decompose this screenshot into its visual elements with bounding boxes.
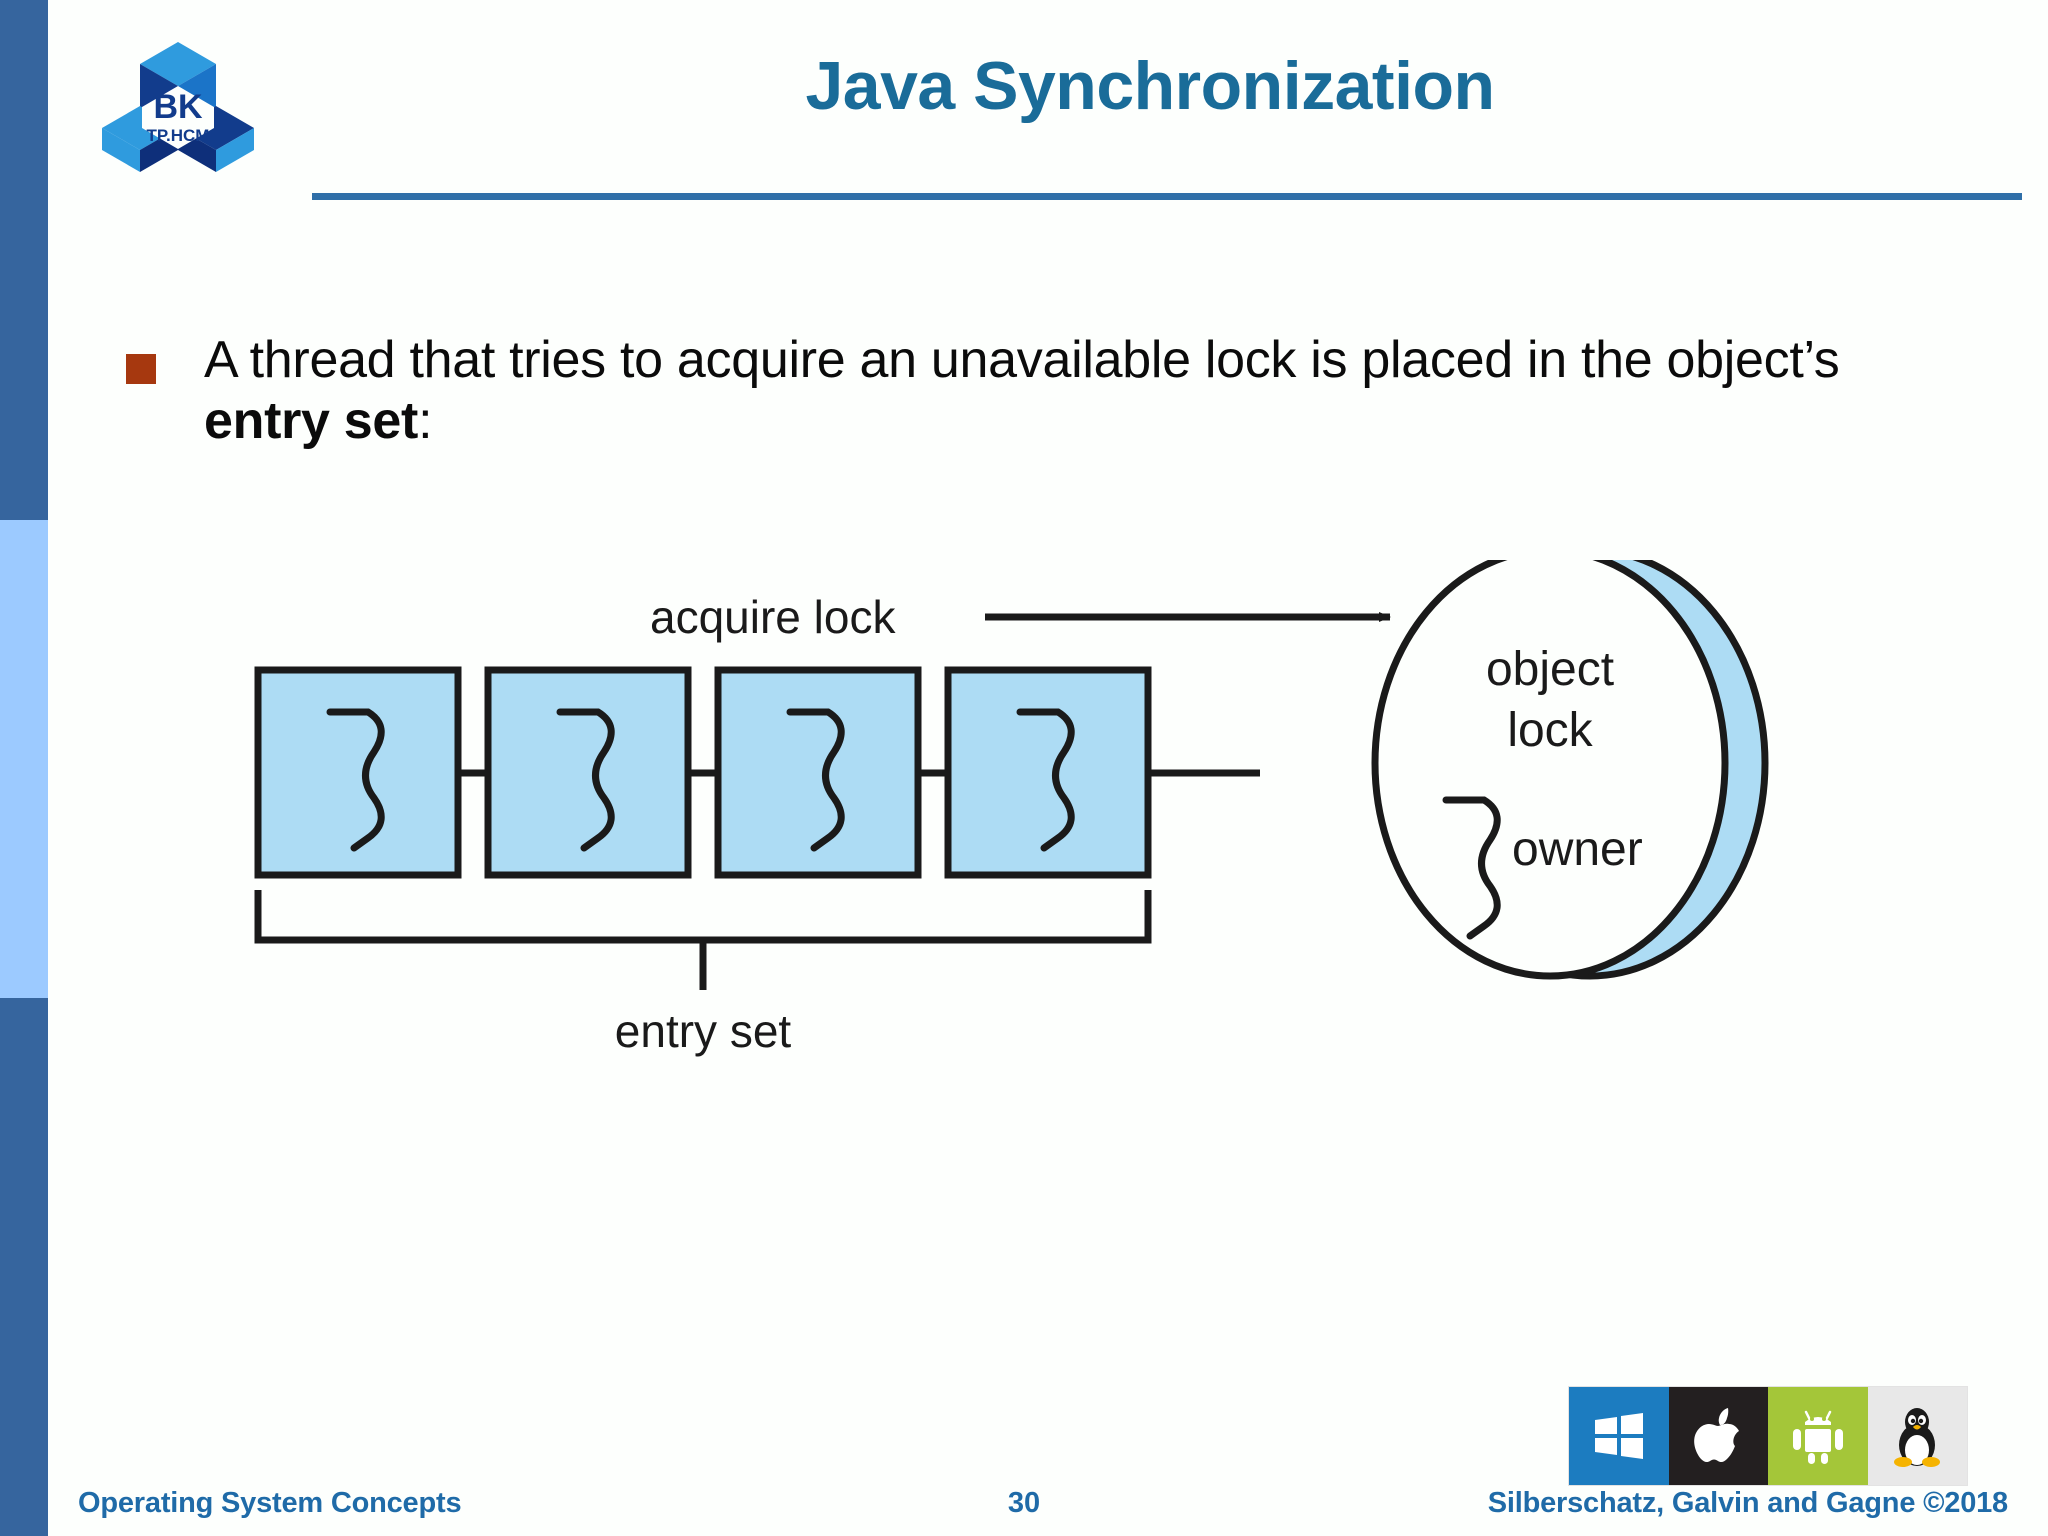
bullet-text-before: A thread that tries to acquire an unavai…	[204, 331, 1840, 389]
thread-box	[944, 666, 1152, 879]
bullet-text-emphasis: entry set	[204, 391, 419, 450]
sidebar-band-top	[0, 0, 48, 520]
android-icon	[1768, 1387, 1868, 1485]
os-logo-strip	[1568, 1386, 1968, 1486]
sidebar-gutter	[48, 0, 54, 1536]
page-title: Java Synchronization	[805, 48, 1495, 124]
decorative-sidebar	[0, 0, 48, 1536]
object-lock-label-line2: lock	[1507, 704, 1593, 757]
thread-squiggle-icon	[556, 708, 615, 852]
sidebar-band-bottom	[0, 998, 48, 1536]
footer-left-text: Operating System Concepts	[78, 1487, 462, 1519]
bullet-text: A thread that tries to acquire an unavai…	[204, 330, 1956, 452]
thread-box	[714, 666, 922, 879]
bullet-text-after: :	[418, 391, 433, 450]
owner-label: owner	[1512, 823, 1643, 876]
thread-squiggle-icon	[786, 708, 845, 852]
thread-box	[484, 666, 692, 879]
sidebar-band-middle	[0, 520, 48, 998]
logo-bk-text: BK	[153, 88, 203, 126]
thread-box	[254, 666, 462, 879]
bullet-marker-icon	[126, 354, 156, 384]
linux-icon	[1867, 1387, 1967, 1485]
object-lock-label-line1: object	[1486, 643, 1614, 696]
entry-set-label: entry set	[615, 1005, 792, 1057]
thread-squiggle-icon	[1016, 708, 1075, 852]
title-underline	[312, 193, 2022, 200]
owner-thread-squiggle-icon	[1442, 796, 1501, 940]
java-monitor-entry-set-diagram: acquire lock	[250, 560, 1870, 1080]
logo-tphcm-text: TP.HCM	[147, 126, 210, 145]
footer-page-number: 30	[1007, 1487, 1041, 1519]
bk-tphcm-logo: BK TP.HCM	[98, 36, 258, 176]
apple-icon	[1668, 1387, 1768, 1485]
entry-set-bracket	[254, 890, 1152, 990]
footer-right-text: Silberschatz, Galvin and Gagne ©2018	[1487, 1487, 2008, 1519]
object-lock-oval: object lock owner	[1371, 560, 1769, 980]
bullet-item: A thread that tries to acquire an unavai…	[126, 330, 1956, 452]
thread-squiggle-icon	[326, 708, 385, 852]
windows-icon	[1569, 1387, 1669, 1485]
acquire-lock-label: acquire lock	[650, 591, 896, 643]
